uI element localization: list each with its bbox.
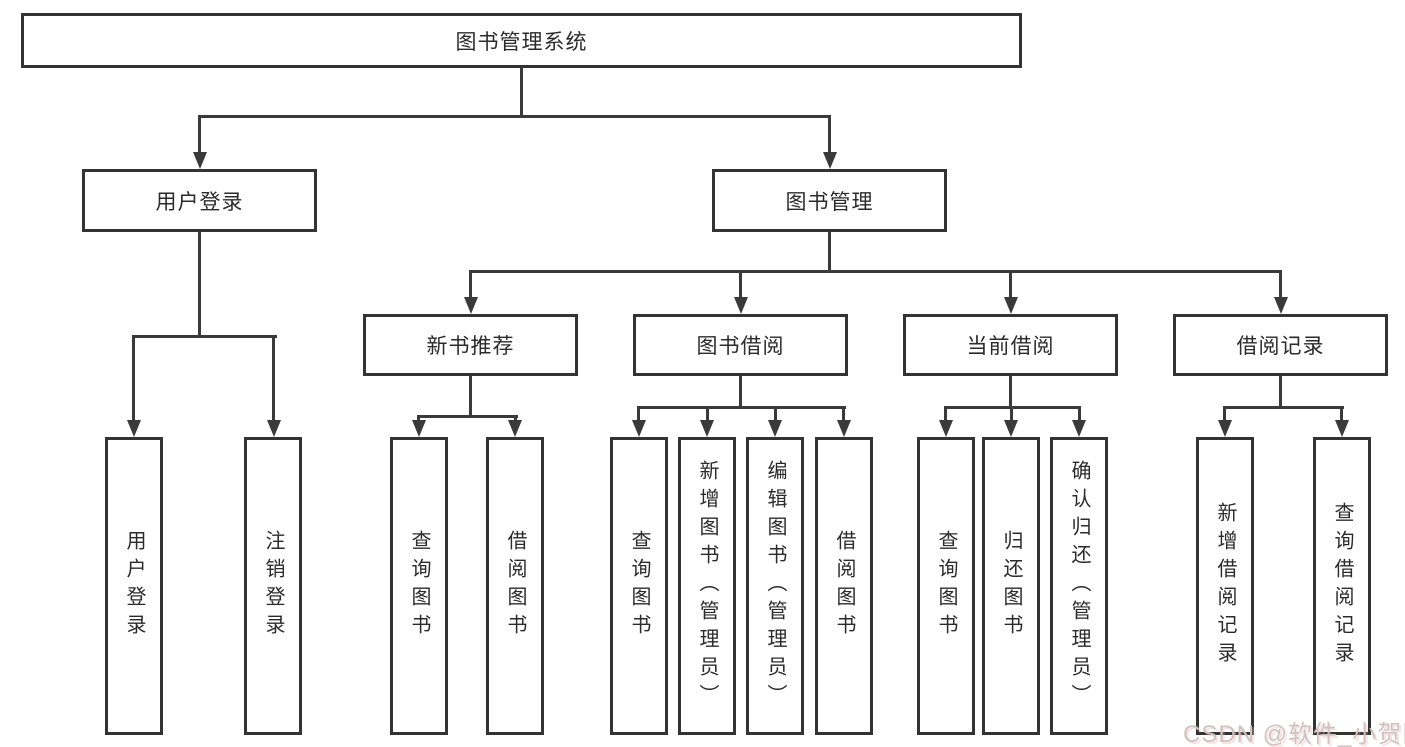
leaf-recommend-query-books: 查询图书 (390, 437, 448, 735)
leaf-label: 注销登录 (262, 530, 284, 642)
node-label: 借阅记录 (1236, 335, 1325, 358)
connector-line (520, 68, 523, 117)
leaf-label: 归还图书 (1000, 530, 1022, 642)
arrow-down-icon (632, 420, 646, 437)
leaf-edit-book-admin: 编辑图书（管理员） (746, 437, 804, 735)
leaf-label: 查询图书 (628, 530, 650, 642)
leaf-label: 用户登录 (123, 530, 145, 642)
node-label: 图书借阅 (696, 335, 785, 358)
arrow-down-icon (1004, 420, 1018, 437)
connector-line (417, 415, 518, 418)
node-book-borrow: 图书借阅 (633, 314, 848, 376)
node-library-system: 图书管理系统 (21, 13, 1022, 68)
arrow-down-icon (837, 420, 851, 437)
connector-line (1078, 406, 1081, 420)
csdn-watermark: CSDN @软件_小贺同学 (1183, 721, 1405, 747)
arrow-down-icon (734, 297, 748, 314)
connector-line (132, 335, 277, 338)
arrow-down-icon (1004, 297, 1018, 314)
leaf-label: 新增借阅记录 (1214, 502, 1236, 670)
arrow-down-icon (412, 420, 426, 437)
arrow-down-icon (193, 152, 207, 169)
node-user-login: 用户登录 (82, 169, 317, 232)
connector-line (828, 115, 831, 152)
arrow-down-icon (267, 420, 281, 437)
leaf-label: 借阅图书 (833, 530, 855, 642)
arrow-down-icon (823, 152, 837, 169)
leaf-borrow-query-books: 查询图书 (610, 437, 668, 735)
leaf-add-book-admin: 新增图书（管理员） (678, 437, 736, 735)
arrow-down-icon (768, 420, 782, 437)
connector-line (198, 115, 831, 118)
connector-line (272, 335, 275, 420)
leaf-logout: 注销登录 (244, 437, 302, 735)
connector-line (739, 273, 742, 297)
arrow-down-icon (127, 420, 141, 437)
connector-line (842, 406, 845, 420)
leaf-recommend-borrow-book: 借阅图书 (486, 437, 544, 735)
arrow-down-icon (700, 420, 714, 437)
leaf-borrow-book: 借阅图书 (815, 437, 873, 735)
connector-line (198, 232, 201, 338)
leaf-user-login: 用户登录 (105, 437, 163, 735)
connector-line (469, 376, 472, 418)
arrow-down-icon (939, 420, 953, 437)
leaf-return-book: 归还图书 (982, 437, 1040, 735)
arrow-down-icon (464, 297, 478, 314)
node-book-management: 图书管理 (712, 169, 947, 232)
connector-line (417, 415, 420, 423)
connector-line (514, 415, 517, 423)
connector-line (1223, 406, 1344, 409)
node-current-borrow: 当前借阅 (903, 314, 1118, 376)
connector-line (469, 273, 472, 297)
connector-line (1279, 376, 1282, 408)
connector-line (132, 335, 135, 420)
connector-line (469, 270, 1282, 273)
leaf-query-borrow-record: 查询借阅记录 (1313, 437, 1371, 735)
connector-line (1009, 273, 1012, 297)
connector-line (1223, 406, 1226, 420)
leaf-label: 新增图书（管理员） (696, 460, 718, 712)
connector-line (198, 115, 201, 152)
leaf-label: 确认归还（管理员） (1068, 460, 1090, 712)
node-label: 图书管理系统 (455, 30, 588, 54)
leaf-label: 查询借阅记录 (1331, 502, 1353, 670)
leaf-label: 查询图书 (935, 530, 957, 642)
node-label: 当前借阅 (966, 335, 1055, 358)
connector-line (1340, 406, 1343, 420)
arrow-down-icon (1274, 297, 1288, 314)
connector-line (637, 406, 846, 409)
arrow-down-icon (1072, 420, 1086, 437)
connector-line (739, 376, 742, 408)
leaf-label: 查询图书 (408, 530, 430, 642)
leaf-label: 编辑图书（管理员） (764, 460, 786, 712)
arrow-down-icon (508, 420, 522, 437)
arrow-down-icon (1218, 420, 1232, 437)
connector-line (706, 406, 709, 420)
connector-line (1009, 376, 1012, 408)
leaf-current-query-books: 查询图书 (917, 437, 975, 735)
connector-line (944, 406, 947, 420)
connector-line (637, 406, 640, 420)
connector-line (1279, 273, 1282, 297)
leaf-label: 借阅图书 (504, 530, 526, 642)
node-label: 用户登录 (155, 190, 244, 214)
node-label: 新书推荐 (426, 335, 515, 358)
arrow-down-icon (1335, 420, 1349, 437)
connector-line (1010, 406, 1013, 420)
connector-line (828, 232, 831, 273)
node-new-book-recommend: 新书推荐 (363, 314, 578, 376)
leaf-add-borrow-record: 新增借阅记录 (1196, 437, 1254, 735)
connector-line (774, 406, 777, 420)
node-label: 图书管理 (785, 190, 874, 214)
leaf-confirm-return-admin: 确认归还（管理员） (1050, 437, 1108, 735)
node-borrow-records: 借阅记录 (1173, 314, 1388, 376)
